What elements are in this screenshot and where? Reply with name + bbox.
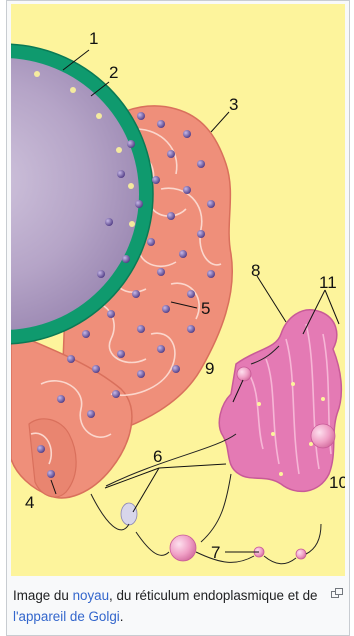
label-5: 5 [201,299,210,318]
label-3: 3 [229,95,238,114]
link-golgi[interactable]: l'appareil de Golgi [13,609,120,624]
label-8: 8 [251,261,260,280]
label-9: 9 [205,359,214,378]
label-11: 11 [319,273,337,292]
label-4: 4 [25,493,34,512]
cell-organelles-illustration[interactable]: 1 2 3 4 5 6 7 8 9 10 11 [11,4,345,576]
label-10: 10 [329,473,345,492]
label-1: 1 [89,29,98,48]
caption-text-2: , du réticulum endoplasmique et de [109,588,317,603]
caption-text-1: Image du [13,588,73,603]
caption-text-3: . [120,609,124,624]
enlarge-icon[interactable] [331,588,343,598]
label-2: 2 [109,63,118,82]
label-7: 7 [211,543,220,562]
link-noyau[interactable]: noyau [73,588,109,603]
label-6: 6 [153,447,162,466]
image-caption: Image du noyau, du réticulum endoplasmiq… [6,580,350,636]
